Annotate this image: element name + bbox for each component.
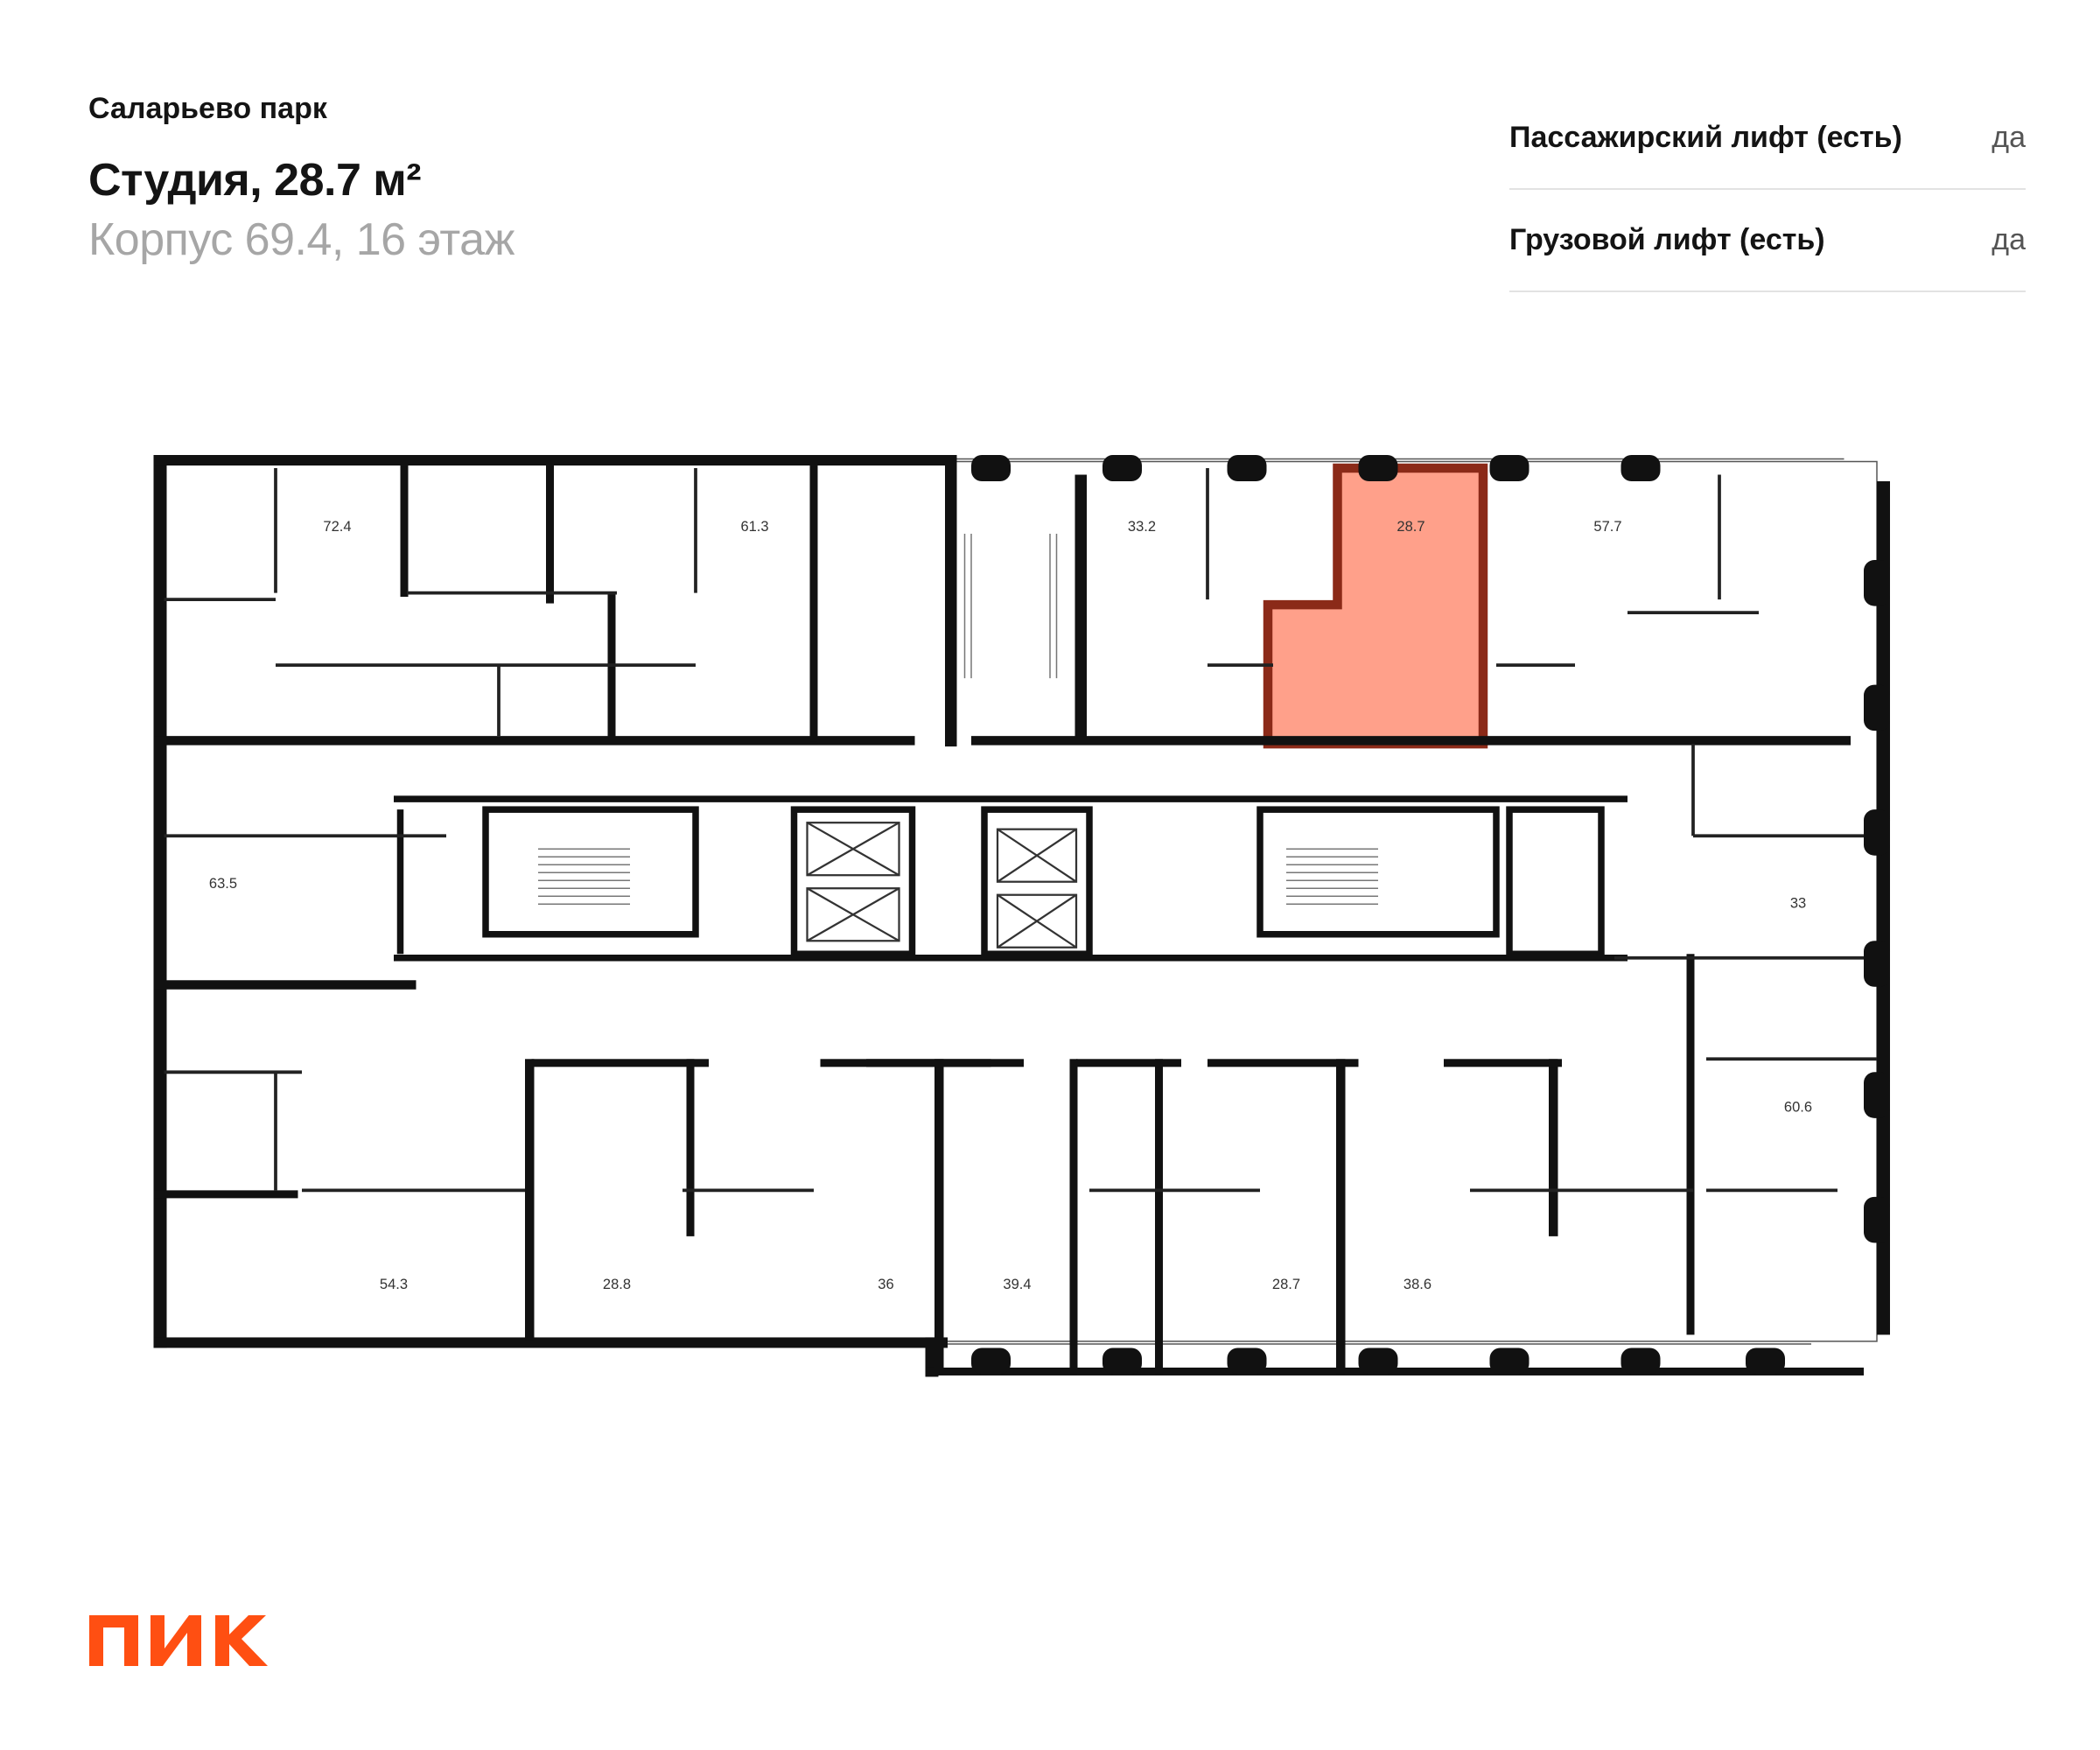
- area-label: 60.6: [1784, 1099, 1812, 1115]
- area-label: 33: [1790, 896, 1806, 912]
- project-name: Саларьево парк: [88, 92, 327, 125]
- area-label: 57.7: [1593, 519, 1621, 535]
- core-walls: [394, 795, 1628, 962]
- apartment-area-labels: 72.4 61.3 33.2 28.7 57.7 63.5 33 60.6 54…: [209, 519, 1812, 1292]
- feature-value: да: [1992, 121, 2026, 154]
- building-floor: Корпус 69.4, 16 этаж: [88, 214, 514, 265]
- area-label: 54.3: [380, 1277, 408, 1292]
- area-label: 28.8: [603, 1277, 631, 1292]
- features-list: Пассажирский лифт (есть) да Грузовой лиф…: [1509, 88, 2026, 292]
- facade-columns: [971, 455, 1890, 1375]
- area-label: 38.6: [1404, 1277, 1432, 1292]
- area-label: 28.7: [1396, 519, 1424, 535]
- apartment-title: Студия, 28.7 м²: [88, 155, 422, 206]
- area-label: 61.3: [740, 519, 768, 535]
- feature-name: Пассажирский лифт (есть): [1509, 121, 1902, 154]
- feature-name: Грузовой лифт (есть): [1509, 223, 1825, 256]
- pik-logo: [89, 1615, 268, 1666]
- stairs: [538, 534, 1378, 905]
- floor-plan: 72.4 61.3 33.2 28.7 57.7 63.5 33 60.6 54…: [153, 455, 1890, 1377]
- area-label: 33.2: [1128, 519, 1156, 535]
- area-label: 39.4: [1003, 1277, 1031, 1292]
- area-label: 63.5: [209, 876, 237, 892]
- area-label: 28.7: [1272, 1277, 1300, 1292]
- partitions: [164, 468, 1877, 1193]
- area-label: 72.4: [323, 519, 351, 535]
- feature-passenger-lift: Пассажирский лифт (есть) да: [1509, 88, 2026, 190]
- feature-freight-lift: Грузовой лифт (есть) да: [1509, 190, 2026, 292]
- feature-value: да: [1992, 223, 2026, 256]
- elevator-shafts: [806, 822, 1078, 948]
- highlighted-apartment[interactable]: [1263, 463, 1488, 749]
- area-label: 36: [878, 1277, 893, 1292]
